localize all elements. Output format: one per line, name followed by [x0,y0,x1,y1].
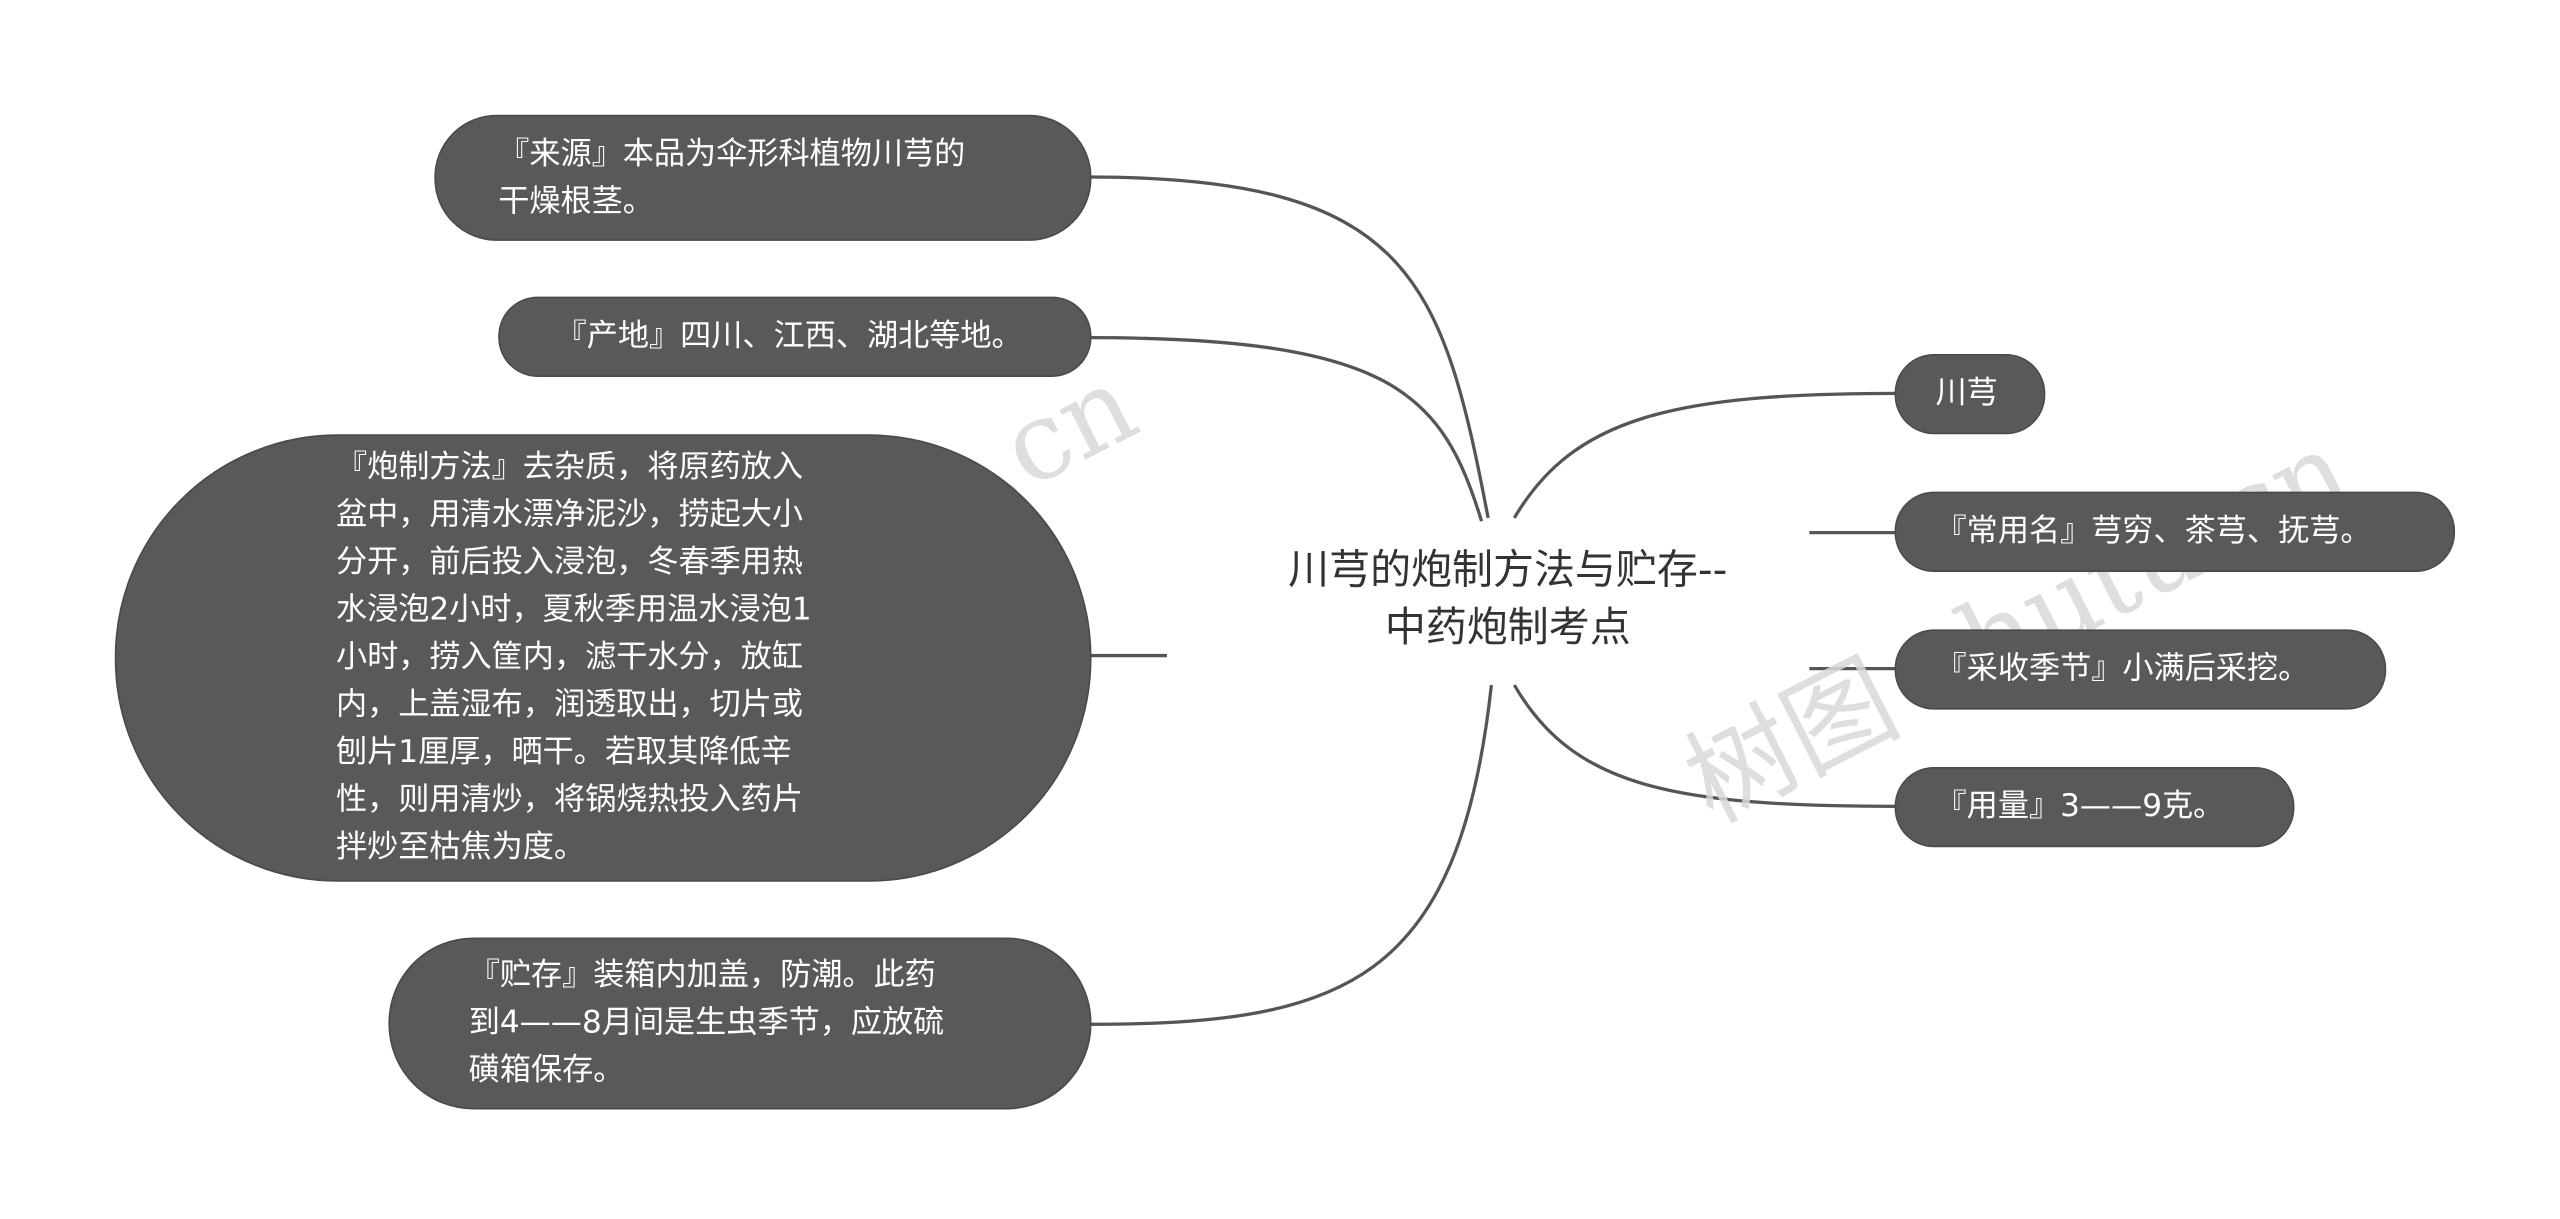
node-origin[interactable]: 『产地』四川、江西、湖北等地。 [498,296,1092,377]
center-topic[interactable]: 川芎的炮制方法与贮存-- 中药炮制考点 [1288,545,1728,651]
node-harvest[interactable]: 『采收季节』小满后采挖。 [1894,629,2387,710]
node-name-text: 川芎 [1935,375,1998,412]
node-origin-text: 『产地』四川、江西、湖北等地。 [555,317,1023,355]
node-dosage-text: 『用量』3——9克。 [1935,788,2225,825]
node-common-names-text: 『常用名』芎穷、茶芎、抚芎。 [1935,512,2372,550]
node-storage-text: 『贮存』装箱内加盖，防潮。此药 到4——8月间是生虫季节，应放硫 磺箱保存。 [468,957,945,1089]
node-storage[interactable]: 『贮存』装箱内加盖，防潮。此药 到4——8月间是生虫季节，应放硫 磺箱保存。 [388,937,1092,1110]
node-source-text: 『来源』本品为伞形科植物川芎的 干燥根茎。 [498,135,966,219]
node-common-names[interactable]: 『常用名』芎穷、茶芎、抚芎。 [1894,491,2456,572]
connector-dosage [1512,684,1898,808]
node-processing-text: 『炮制方法』去杂质，将原药放入 盆中，用清水漂净泥沙，捞起大小 分开，前后投入浸… [335,449,812,866]
node-harvest-text: 『采收季节』小满后采挖。 [1935,650,2310,687]
connector-name [1512,391,1898,519]
node-dosage[interactable]: 『用量』3——9克。 [1894,767,2295,848]
connector-origin [1088,335,1484,522]
node-name[interactable]: 川芎 [1894,354,2046,435]
node-processing[interactable]: 『炮制方法』去杂质，将原药放入 盆中，用清水漂净泥沙，捞起大小 分开，前后投入浸… [114,434,1092,882]
node-source[interactable]: 『来源』本品为伞形科植物川芎的 干燥根茎。 [434,114,1092,241]
connector-source [1088,175,1490,519]
connector-storage [1088,684,1494,1026]
